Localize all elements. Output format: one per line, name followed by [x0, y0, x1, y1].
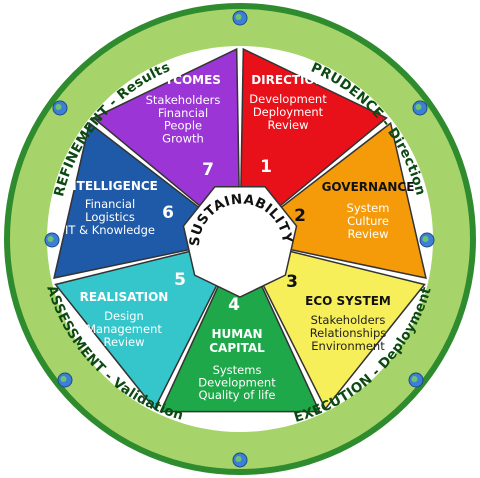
globe-icon: [412, 100, 428, 116]
segment-5-item: Management: [86, 322, 162, 336]
segment-5-item: Design: [104, 309, 144, 323]
globe-icon: [232, 10, 248, 26]
segment-4-number: 4: [228, 295, 240, 315]
globe-icon: [52, 100, 68, 116]
segment-2-item: System: [347, 201, 390, 215]
segment-3-number: 3: [286, 272, 298, 292]
segment-6-item: Financial: [85, 197, 135, 211]
segment-1-item: Deployment: [253, 105, 324, 119]
segment-4-title: CAPITAL: [209, 341, 265, 355]
segment-2-item: Culture: [347, 214, 389, 228]
segment-1-item: Development: [249, 92, 327, 106]
segment-2-title: GOVERNANCE: [322, 180, 415, 194]
segment-7-title: OUTCOMES: [145, 73, 221, 87]
segment-3-title: ECO SYSTEM: [305, 294, 391, 308]
segment-4-title: HUMAN: [211, 327, 262, 341]
segment-3-item: Relationships: [310, 326, 387, 340]
segment-7-item: People: [164, 119, 202, 133]
segment-2-number: 2: [294, 206, 306, 226]
center-hub: [182, 185, 298, 298]
segment-7-number: 7: [202, 160, 214, 180]
segment-6-title: INTELLIGENCE: [62, 179, 158, 193]
segment-4-item: Development: [198, 376, 276, 390]
segment-6-item: IT & Knowledge: [65, 223, 155, 237]
segment-7-item: Stakeholders: [146, 93, 221, 107]
segment-7-item: Financial: [158, 106, 208, 120]
globe-icons: [44, 10, 435, 468]
segment-1-number: 1: [260, 157, 272, 177]
segment-3-item: Stakeholders: [311, 313, 386, 327]
segments-group: DIRECTIONDevelopmentDeploymentReview1GOV…: [53, 47, 427, 413]
segment-6-number: 6: [162, 203, 174, 223]
segment-4-item: Systems: [213, 363, 262, 377]
globe-icon: [232, 452, 248, 468]
segment-7-item: Growth: [162, 131, 204, 145]
segment-5-title: REALISATION: [80, 290, 169, 304]
segment-5-number: 5: [174, 270, 186, 290]
globe-icon: [57, 372, 73, 388]
segment-6-item: Logistics: [85, 210, 135, 224]
globe-icon: [419, 232, 435, 248]
segment-2-item: Review: [347, 227, 388, 241]
globe-icon: [44, 232, 60, 248]
segment-3-item: Environment: [311, 339, 385, 353]
globe-icon: [408, 372, 424, 388]
segment-5-item: Review: [103, 335, 144, 349]
segment-1-title: DIRECTION: [251, 73, 325, 87]
segment-4-item: Quality of life: [198, 388, 275, 402]
segment-1-item: Review: [267, 118, 308, 132]
